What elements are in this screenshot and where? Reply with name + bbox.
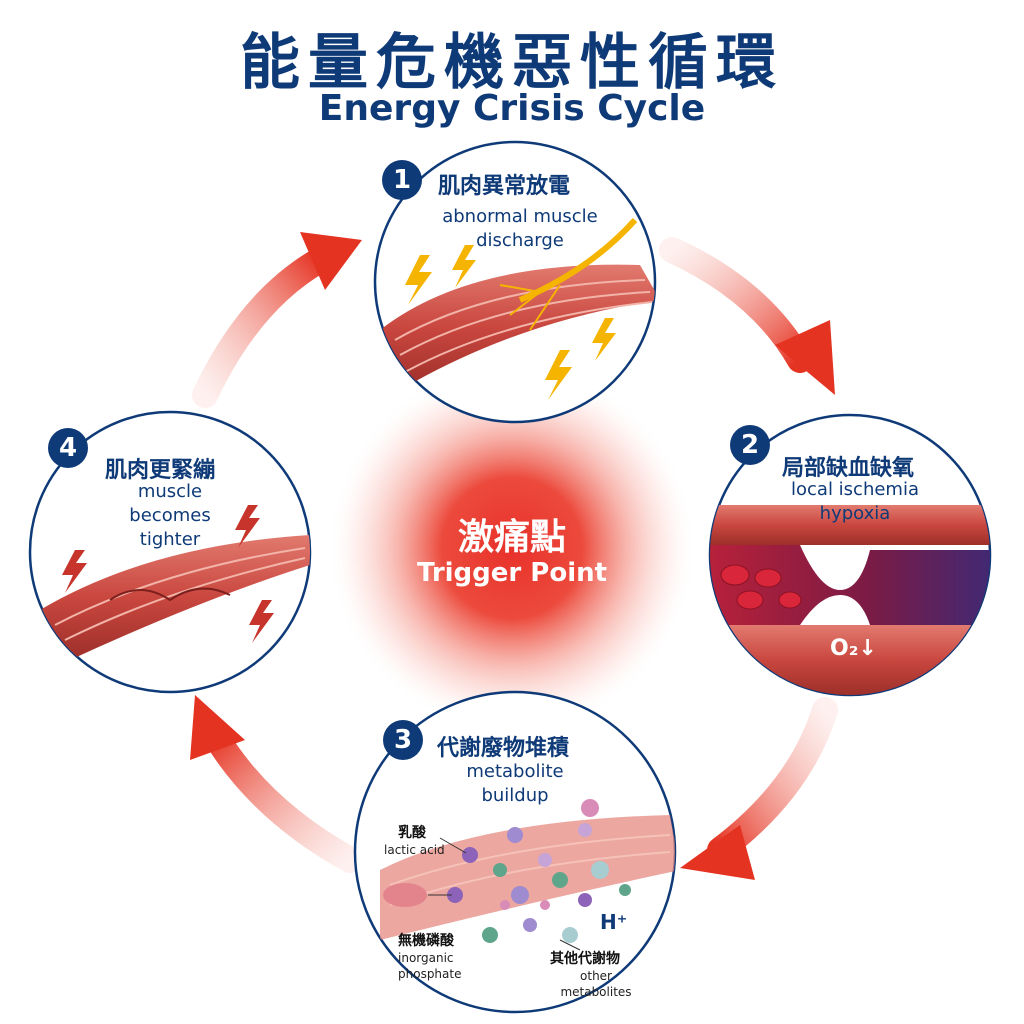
title-chinese: 能量危機惡性循環 — [240, 28, 784, 98]
trigger-point-label-en: Trigger Point — [416, 558, 608, 588]
blood-vessel — [710, 545, 990, 625]
hydrogen-ion-label: H⁺ — [600, 910, 628, 934]
stage-1-number-badge: 1 — [382, 160, 422, 200]
lactic-acid-label-zh: 乳酸 — [398, 825, 426, 841]
stage-1-title-zh: 肌肉異常放電 — [438, 174, 571, 199]
stage-3-number-badge: 3 — [383, 720, 423, 760]
other-metabolites-label-en: other metabolites — [560, 969, 632, 999]
stage-4-title-zh: 肌肉更緊繃 — [105, 458, 216, 483]
other-metabolites-label-zh: 其他代謝物 — [550, 951, 620, 967]
stage-4-number-badge: 4 — [48, 428, 88, 468]
lightning-bolt-icon — [452, 245, 476, 288]
metabolite-particle — [619, 884, 631, 896]
stage-3-title-zh: 代謝廢物堆積 — [437, 736, 570, 761]
lightning-bolt-icon — [545, 350, 572, 400]
lightning-bolt-icon — [62, 550, 87, 593]
red-blood-cell — [720, 564, 750, 586]
stage-1-title-en: abnormal muscle discharge — [442, 206, 598, 251]
stage-1-circle — [373, 140, 657, 424]
stage-2-title-zh: 局部缺血缺氧 — [782, 456, 915, 481]
metabolite-particle — [500, 900, 510, 910]
metabolite-particle — [482, 927, 498, 943]
red-blood-cell — [736, 590, 764, 610]
stage-2-title-en: local ischemia hypoxia — [791, 479, 919, 524]
lightning-bolt-icon — [249, 600, 274, 643]
stage-3-title-en: metabolite buildup — [466, 761, 564, 806]
red-blood-cell — [754, 568, 782, 588]
trigger-point-glow — [327, 363, 697, 733]
lactic-acid-label-en: lactic acid — [384, 843, 445, 857]
metabolite-particle — [578, 893, 592, 907]
arrow-4-to-1 — [192, 232, 362, 408]
stage-2-number-badge: 2 — [730, 425, 770, 465]
oxygen-decrease-label: O₂↓ — [830, 636, 877, 661]
red-blood-cell — [778, 591, 802, 609]
metabolite-particle — [523, 918, 537, 932]
metabolite-particle — [507, 827, 523, 843]
metabolite-particle — [511, 886, 529, 904]
metabolite-particle — [578, 823, 592, 837]
stage-4-circle — [28, 410, 312, 694]
metabolite-particle — [562, 927, 578, 943]
metabolite-particle — [447, 887, 463, 903]
metabolite-particle — [591, 861, 609, 879]
arrow-2-to-3 — [680, 697, 838, 880]
metabolite-particle — [540, 900, 550, 910]
metabolite-particle — [462, 847, 478, 863]
lactate-particle — [383, 883, 427, 907]
phosphate-label-zh: 無機磷酸 — [398, 933, 454, 949]
stage-3-circle — [353, 690, 677, 1014]
metabolite-particle — [493, 863, 507, 877]
phosphate-label-en: inorganic phosphate — [398, 951, 462, 981]
metabolite-particle — [552, 872, 568, 888]
stage-2-circle — [708, 413, 992, 697]
trigger-point-label-zh: 激痛點 — [457, 517, 566, 558]
arrow-3-to-4 — [190, 695, 363, 873]
stage-4-title-en: muscle becomes tighter — [129, 481, 211, 550]
arrow-1-to-2 — [659, 237, 835, 395]
lightning-bolt-icon — [592, 318, 616, 361]
metabolite-particle — [538, 853, 552, 867]
nerve-fiber — [518, 217, 638, 303]
lightning-bolt-icon — [235, 505, 260, 548]
title-english: Energy Crisis Cycle — [318, 88, 706, 129]
metabolite-particle — [581, 799, 599, 817]
lightning-bolt-icon — [405, 255, 432, 305]
